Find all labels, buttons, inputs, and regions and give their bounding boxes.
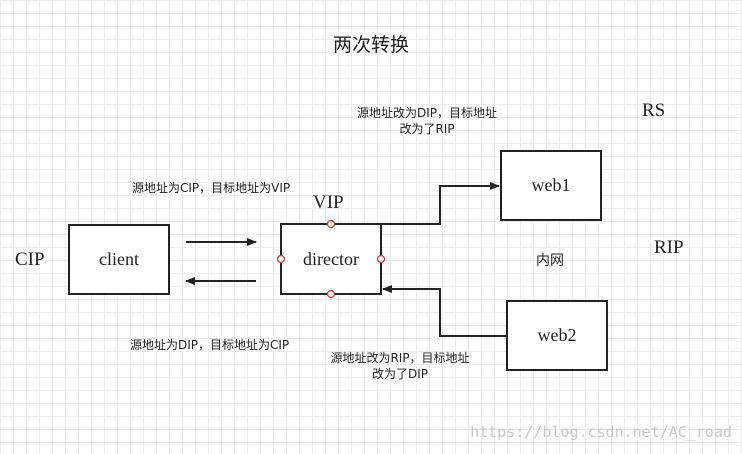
director-to-web1-connector	[381, 182, 500, 225]
reply-note: 源地址改为RIP，目标地址 改为了DIP	[325, 350, 475, 382]
client-node[interactable]: client	[68, 224, 170, 295]
diagram-title: 两次转换	[332, 34, 409, 56]
intranet-label: 内网	[536, 253, 564, 269]
to-rs-note: 源地址改为DIP，目标地址 改为了RIP	[352, 105, 502, 137]
director-handle-top[interactable]	[326, 219, 336, 229]
reply-note-line2: 改为了DIP	[371, 367, 429, 381]
director-handle-left[interactable]	[276, 254, 286, 264]
director-handle-right[interactable]	[376, 254, 386, 264]
response-note: 源地址为DIP，目标地址为CIP	[130, 338, 290, 352]
web1-node[interactable]: web1	[500, 150, 602, 221]
watermark: https://blog.csdn.net/AC_road	[470, 423, 732, 441]
reply-note-line1: 源地址改为RIP，目标地址	[330, 351, 470, 365]
web1-node-label: web1	[531, 175, 571, 195]
vip-label: VIP	[313, 192, 344, 213]
cip-label: CIP	[15, 249, 45, 270]
web2-node[interactable]: web2	[506, 300, 608, 371]
client-node-label: client	[99, 249, 139, 269]
director-node-label: director	[303, 248, 359, 269]
web2-to-director-connector	[382, 285, 507, 337]
to-rs-note-line1: 源地址改为DIP，目标地址	[356, 106, 498, 120]
web2-node-label: web2	[537, 325, 577, 345]
rs-label: RS	[642, 100, 666, 121]
to-rs-note-line2: 改为了RIP	[399, 122, 455, 136]
rip-label: RIP	[654, 237, 684, 258]
request-note: 源地址为CIP，目标地址为VIP	[132, 181, 291, 195]
director-handle-bottom[interactable]	[326, 289, 336, 299]
